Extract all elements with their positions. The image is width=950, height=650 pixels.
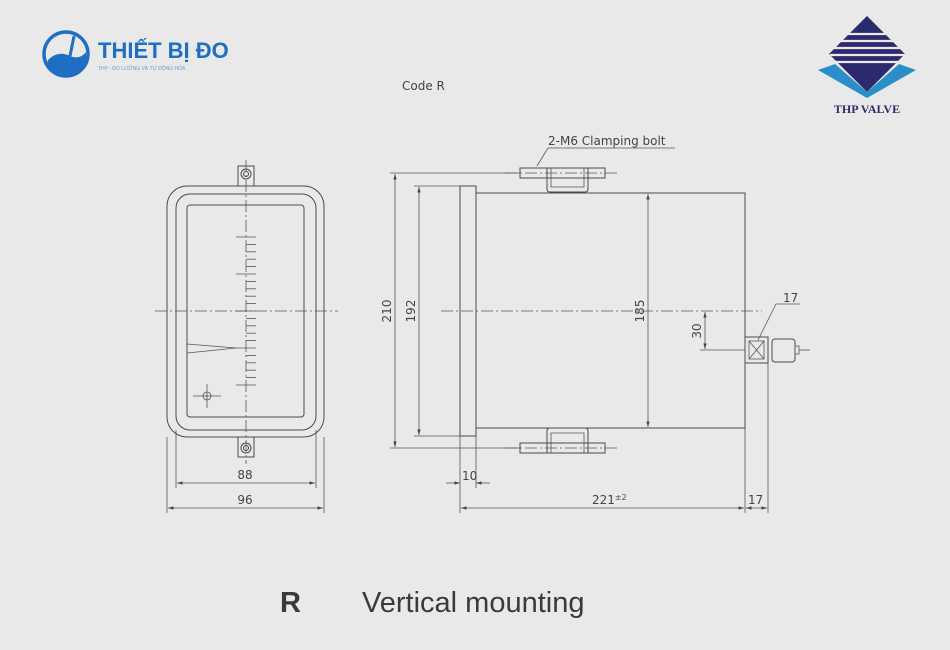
dim-221: 221±2 bbox=[592, 493, 627, 507]
dim-96: 96 bbox=[237, 493, 252, 507]
cable-connector bbox=[744, 336, 810, 364]
front-view: 88 96 bbox=[155, 160, 338, 513]
dim-30: 30 bbox=[690, 323, 704, 338]
logo-left-subtext: THP - ĐO LƯỜNG VÀ TỰ ĐỘNG HÓA bbox=[98, 65, 186, 72]
dim-192: 192 bbox=[404, 300, 418, 323]
dim-10: 10 bbox=[462, 469, 477, 483]
side-view: 2-M6 Clamping bolt 17 210 192 185 30 bbox=[380, 134, 810, 513]
dim-88: 88 bbox=[237, 468, 252, 482]
thietbido-logo: THIẾT BỊ ĐO THP - ĐO LƯỜNG VÀ TỰ ĐỘNG HÓ… bbox=[42, 30, 229, 78]
dim-depth-17: 17 bbox=[748, 493, 763, 507]
clamping-bolt-label: 2-M6 Clamping bolt bbox=[548, 134, 666, 148]
clamping-bolt-top bbox=[505, 167, 618, 193]
dim-221-tolerance: ±2 bbox=[615, 493, 627, 502]
dim-210: 210 bbox=[380, 300, 394, 323]
thp-valve-logo: THP VALVE bbox=[818, 16, 916, 116]
dim-connector-17: 17 bbox=[783, 291, 798, 305]
code-label: Code R bbox=[402, 79, 445, 93]
logo-left-text: THIẾT BỊ ĐO bbox=[98, 38, 229, 63]
clamping-bolt-bottom bbox=[505, 427, 618, 454]
dim-185: 185 bbox=[633, 300, 647, 323]
meter-scale bbox=[236, 236, 256, 386]
caption-text: Vertical mounting bbox=[362, 587, 584, 619]
caption-letter: R bbox=[280, 587, 301, 619]
logo-right-text: THP VALVE bbox=[834, 102, 900, 116]
